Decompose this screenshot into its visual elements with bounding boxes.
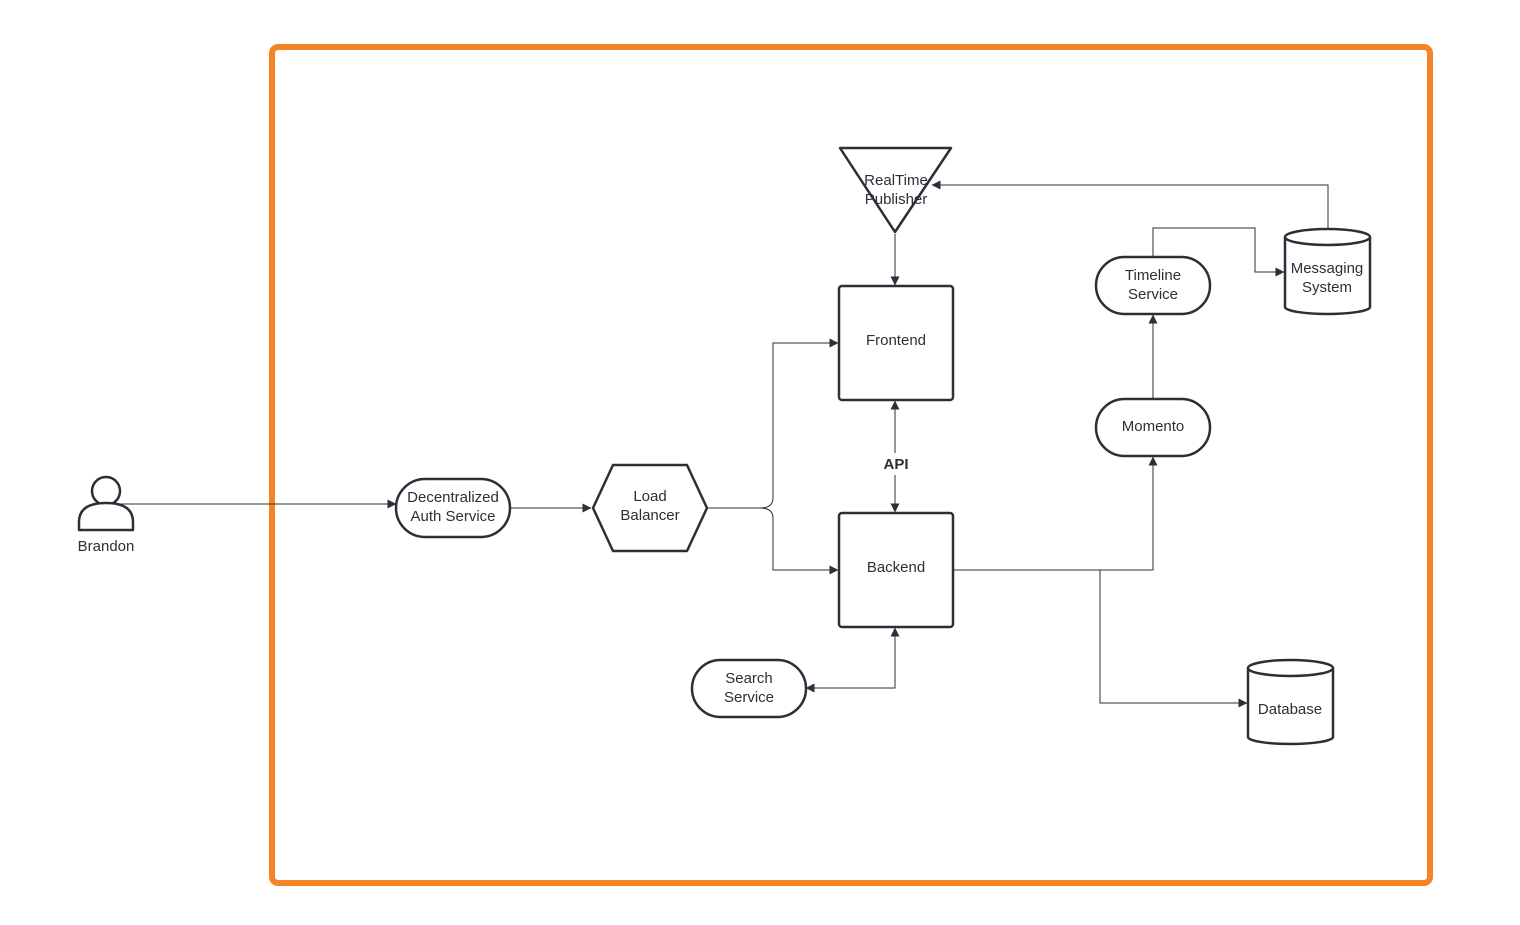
momento-label: Momento xyxy=(1122,418,1185,435)
node-load-balancer[interactable]: Load Balancer xyxy=(591,463,709,553)
actor-brandon[interactable]: Brandon xyxy=(77,475,135,555)
edge-timeline-to-messaging xyxy=(1152,227,1285,277)
edge-backend-search xyxy=(805,627,900,693)
node-momento[interactable]: Momento xyxy=(1094,397,1212,458)
auth-label-line2: Auth Service xyxy=(410,508,495,525)
edge-loadbalancer-to-backend xyxy=(759,507,839,575)
backend-label: Backend xyxy=(867,559,925,576)
edges xyxy=(118,180,1329,708)
node-timeline-service[interactable]: Timeline Service xyxy=(1094,255,1212,316)
node-search-service[interactable]: Search Service xyxy=(690,658,808,719)
node-backend[interactable]: Backend xyxy=(837,511,955,629)
realtime-label-line1: RealTime xyxy=(864,172,928,189)
api-edge-label: API xyxy=(883,456,908,473)
database-label: Database xyxy=(1258,701,1322,718)
search-label-line2: Service xyxy=(724,689,774,706)
node-database[interactable]: Database xyxy=(1246,658,1335,746)
realtime-label-line2: Publisher xyxy=(865,191,928,208)
messaging-label-line1: Messaging xyxy=(1291,260,1364,277)
edge-backend-to-database xyxy=(1099,570,1248,708)
node-messaging-system[interactable]: Messaging System xyxy=(1283,227,1372,316)
loadbalancer-label-line2: Balancer xyxy=(620,507,679,524)
system-boundary xyxy=(269,44,1433,886)
frontend-label: Frontend xyxy=(866,332,926,349)
edge-backend-to-momento xyxy=(953,456,1158,571)
node-auth-service[interactable]: Decentralized Auth Service xyxy=(394,477,512,539)
actor-label: Brandon xyxy=(78,538,135,555)
timeline-label-line1: Timeline xyxy=(1125,267,1181,284)
edge-messaging-to-realtime xyxy=(931,180,1329,229)
person-icon xyxy=(77,475,135,532)
messaging-label-line2: System xyxy=(1302,279,1352,296)
auth-label-line1: Decentralized xyxy=(407,489,499,506)
database-cylinder-icon xyxy=(1246,658,1335,746)
search-label-line1: Search xyxy=(725,670,773,687)
loadbalancer-label-line1: Load xyxy=(633,488,666,505)
node-realtime-publisher[interactable]: RealTime Publisher xyxy=(838,146,953,234)
node-frontend[interactable]: Frontend xyxy=(837,284,955,402)
database-cylinder-icon xyxy=(1283,227,1372,316)
edge-loadbalancer-to-frontend xyxy=(759,338,839,509)
timeline-label-line2: Service xyxy=(1128,286,1178,303)
